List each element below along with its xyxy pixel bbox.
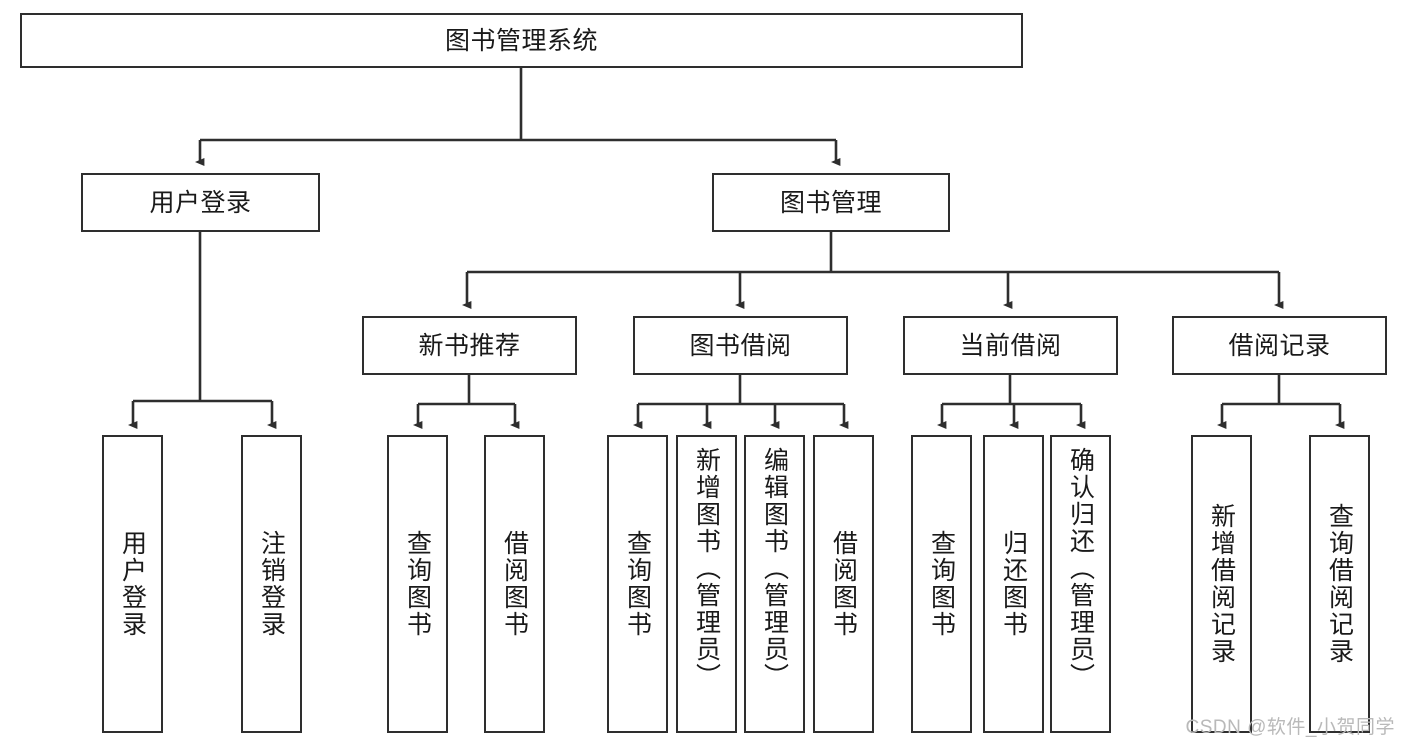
node-label: 归还图书 (999, 530, 1028, 638)
node-label: 当前借阅 (959, 331, 1062, 360)
edge-group-current-borrow (937, 375, 1086, 430)
node-label: 注销登录 (257, 530, 286, 638)
leaf-add-borrow-record[interactable]: 新增借阅记录 (1191, 435, 1252, 733)
node-new-book-recommend[interactable]: 新书推荐 (362, 316, 577, 375)
edge-group-user-login (128, 232, 277, 430)
node-label: 用户登录 (149, 188, 252, 217)
leaf-borrow-book-newbook[interactable]: 借阅图书 (484, 435, 545, 733)
leaf-query-book-newbook[interactable]: 查询图书 (387, 435, 448, 733)
node-label: 新书推荐 (418, 331, 521, 360)
node-borrow-record[interactable]: 借阅记录 (1172, 316, 1387, 375)
leaf-confirm-return-admin[interactable]: 确认归还（管理员） (1050, 435, 1111, 733)
node-label: 借阅记录 (1228, 331, 1331, 360)
leaf-edit-book-admin[interactable]: 编辑图书（管理员） (744, 435, 805, 733)
node-label: 图书管理系统 (444, 26, 598, 55)
node-label: 查询图书 (927, 530, 956, 638)
leaf-logout-login[interactable]: 注销登录 (241, 435, 302, 733)
node-root-system[interactable]: 图书管理系统 (20, 13, 1023, 68)
node-label: 图书借阅 (689, 331, 792, 360)
node-book-borrow[interactable]: 图书借阅 (633, 316, 848, 375)
leaf-return-book[interactable]: 归还图书 (983, 435, 1044, 733)
leaf-add-book-admin[interactable]: 新增图书（管理员） (676, 435, 737, 733)
edge-group-new-book (413, 375, 520, 430)
node-label: 查询图书 (403, 530, 432, 638)
leaf-query-book-borrow[interactable]: 查询图书 (607, 435, 668, 733)
node-user-login[interactable]: 用户登录 (81, 173, 320, 232)
node-label: 查询借阅记录 (1325, 503, 1354, 665)
leaf-borrow-book-borrow[interactable]: 借阅图书 (813, 435, 874, 733)
node-label: 图书管理 (779, 188, 882, 217)
edge-group-borrow (633, 375, 849, 430)
node-label: 借阅图书 (500, 530, 529, 638)
node-label: 新增借阅记录 (1207, 503, 1236, 665)
node-label: 借阅图书 (829, 530, 858, 638)
edge-group-root (195, 68, 841, 167)
node-current-borrow[interactable]: 当前借阅 (903, 316, 1118, 375)
node-book-management[interactable]: 图书管理 (712, 173, 950, 232)
node-label: 确认归还（管理员） (1066, 447, 1095, 690)
leaf-query-book-current[interactable]: 查询图书 (911, 435, 972, 733)
node-label: 用户登录 (118, 530, 147, 638)
watermark-text: CSDN @软件_小贺同学 (1185, 717, 1395, 738)
leaf-query-borrow-record[interactable]: 查询借阅记录 (1309, 435, 1370, 733)
node-label: 新增图书（管理员） (692, 447, 721, 690)
edge-group-borrow-record (1217, 375, 1345, 430)
edge-group-book-management (462, 232, 1284, 310)
node-label: 编辑图书（管理员） (760, 447, 789, 690)
leaf-user-login[interactable]: 用户登录 (102, 435, 163, 733)
node-label: 查询图书 (623, 530, 652, 638)
